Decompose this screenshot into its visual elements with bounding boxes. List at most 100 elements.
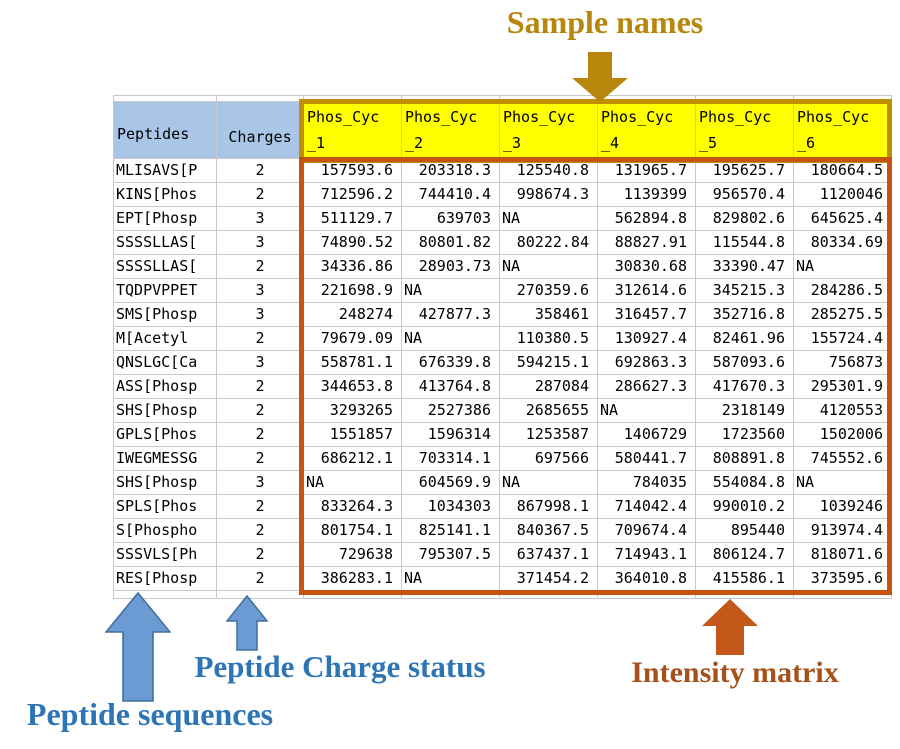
intensity-cell[interactable]: 1406729 <box>598 423 696 447</box>
intensity-cell[interactable]: 125540.8 <box>500 159 598 183</box>
intensity-cell[interactable]: 604569.9 <box>402 471 500 495</box>
intensity-cell[interactable]: 745552.6 <box>794 447 892 471</box>
intensity-cell[interactable]: 867998.1 <box>500 495 598 519</box>
intensity-cell[interactable]: 2685655 <box>500 399 598 423</box>
intensity-cell[interactable]: 371454.2 <box>500 567 598 591</box>
peptide-cell[interactable]: KINS[Phos <box>114 183 217 207</box>
intensity-cell[interactable]: 808891.8 <box>696 447 794 471</box>
charge-cell[interactable]: 3 <box>217 207 304 231</box>
peptide-cell[interactable]: QNSLGC[Ca <box>114 351 217 375</box>
charge-cell[interactable]: 2 <box>217 423 304 447</box>
sample-column-header[interactable]: Phos_Cyc _5 <box>696 102 794 159</box>
intensity-cell[interactable]: 427877.3 <box>402 303 500 327</box>
intensity-cell[interactable]: 180664.5 <box>794 159 892 183</box>
intensity-cell[interactable]: 676339.8 <box>402 351 500 375</box>
intensity-cell[interactable]: 913974.4 <box>794 519 892 543</box>
intensity-cell[interactable]: 744410.4 <box>402 183 500 207</box>
intensity-cell[interactable]: 417670.3 <box>696 375 794 399</box>
charge-cell[interactable]: 2 <box>217 375 304 399</box>
intensity-cell[interactable]: 1034303 <box>402 495 500 519</box>
intensity-cell[interactable]: 801754.1 <box>304 519 402 543</box>
peptides-column-header[interactable]: Peptides <box>114 102 217 159</box>
peptide-cell[interactable]: SSSSLLAS[ <box>114 231 217 255</box>
intensity-cell[interactable]: 729638 <box>304 543 402 567</box>
intensity-cell[interactable]: 1039246 <box>794 495 892 519</box>
charge-cell[interactable]: 2 <box>217 255 304 279</box>
peptide-cell[interactable]: M[Acetyl <box>114 327 217 351</box>
intensity-cell[interactable]: 364010.8 <box>598 567 696 591</box>
intensity-cell[interactable]: 4120553 <box>794 399 892 423</box>
intensity-cell[interactable]: 697566 <box>500 447 598 471</box>
intensity-cell[interactable]: 825141.1 <box>402 519 500 543</box>
intensity-cell[interactable]: 818071.6 <box>794 543 892 567</box>
intensity-cell[interactable]: NA <box>304 471 402 495</box>
intensity-cell[interactable]: NA <box>794 471 892 495</box>
intensity-cell[interactable]: 28903.73 <box>402 255 500 279</box>
sample-column-header[interactable]: Phos_Cyc _6 <box>794 102 892 159</box>
intensity-cell[interactable]: 990010.2 <box>696 495 794 519</box>
intensity-cell[interactable]: 110380.5 <box>500 327 598 351</box>
intensity-cell[interactable]: 784035 <box>598 471 696 495</box>
intensity-cell[interactable]: 345215.3 <box>696 279 794 303</box>
partial-row-cell[interactable] <box>114 96 217 102</box>
charge-cell[interactable]: 2 <box>217 543 304 567</box>
intensity-cell[interactable]: 587093.6 <box>696 351 794 375</box>
intensity-cell[interactable]: 1723560 <box>696 423 794 447</box>
sample-column-header[interactable]: Phos_Cyc _4 <box>598 102 696 159</box>
intensity-cell[interactable]: 703314.1 <box>402 447 500 471</box>
intensity-cell[interactable]: NA <box>500 255 598 279</box>
peptide-cell[interactable]: SMS[Phosp <box>114 303 217 327</box>
intensity-cell[interactable]: 352716.8 <box>696 303 794 327</box>
intensity-cell[interactable]: 840367.5 <box>500 519 598 543</box>
intensity-cell[interactable]: 80801.82 <box>402 231 500 255</box>
charges-column-header[interactable]: Charges <box>217 102 304 159</box>
intensity-cell[interactable]: 998674.3 <box>500 183 598 207</box>
intensity-cell[interactable]: 2527386 <box>402 399 500 423</box>
charge-cell[interactable]: 2 <box>217 519 304 543</box>
intensity-cell[interactable]: 33390.47 <box>696 255 794 279</box>
intensity-cell[interactable]: 284286.5 <box>794 279 892 303</box>
intensity-cell[interactable]: NA <box>598 399 696 423</box>
intensity-cell[interactable]: NA <box>500 471 598 495</box>
intensity-cell[interactable]: 312614.6 <box>598 279 696 303</box>
sample-column-header[interactable]: Phos_Cyc _2 <box>402 102 500 159</box>
peptide-cell[interactable]: TQDPVPPET <box>114 279 217 303</box>
intensity-cell[interactable]: 88827.91 <box>598 231 696 255</box>
peptide-cell[interactable]: SSSSLLAS[ <box>114 255 217 279</box>
partial-row-cell[interactable] <box>696 591 794 599</box>
partial-row-cell[interactable] <box>217 591 304 599</box>
peptide-cell[interactable]: SSSVLS[Ph <box>114 543 217 567</box>
peptide-cell[interactable]: ASS[Phosp <box>114 375 217 399</box>
partial-row-cell[interactable] <box>794 591 892 599</box>
peptide-cell[interactable]: SHS[Phosp <box>114 399 217 423</box>
intensity-cell[interactable]: 806124.7 <box>696 543 794 567</box>
partial-row-cell[interactable] <box>598 591 696 599</box>
intensity-cell[interactable]: 30830.68 <box>598 255 696 279</box>
intensity-cell[interactable]: NA <box>794 255 892 279</box>
peptide-cell[interactable]: S[Phospho <box>114 519 217 543</box>
intensity-cell[interactable]: 415586.1 <box>696 567 794 591</box>
intensity-cell[interactable]: 833264.3 <box>304 495 402 519</box>
intensity-cell[interactable]: 1139399 <box>598 183 696 207</box>
partial-row-cell[interactable] <box>304 591 402 599</box>
intensity-cell[interactable]: 637437.1 <box>500 543 598 567</box>
intensity-cell[interactable]: NA <box>402 567 500 591</box>
charge-cell[interactable]: 3 <box>217 231 304 255</box>
intensity-cell[interactable]: 558781.1 <box>304 351 402 375</box>
peptide-cell[interactable]: SPLS[Phos <box>114 495 217 519</box>
intensity-cell[interactable]: 1120046 <box>794 183 892 207</box>
intensity-cell[interactable]: 554084.8 <box>696 471 794 495</box>
intensity-cell[interactable]: 1253587 <box>500 423 598 447</box>
intensity-cell[interactable]: 287084 <box>500 375 598 399</box>
partial-row-cell[interactable] <box>500 591 598 599</box>
intensity-cell[interactable]: 2318149 <box>696 399 794 423</box>
intensity-cell[interactable]: 34336.86 <box>304 255 402 279</box>
charge-cell[interactable]: 2 <box>217 447 304 471</box>
intensity-cell[interactable]: 1596314 <box>402 423 500 447</box>
intensity-cell[interactable]: 511129.7 <box>304 207 402 231</box>
intensity-cell[interactable]: 157593.6 <box>304 159 402 183</box>
charge-cell[interactable]: 2 <box>217 495 304 519</box>
intensity-cell[interactable]: 203318.3 <box>402 159 500 183</box>
intensity-cell[interactable]: 221698.9 <box>304 279 402 303</box>
intensity-cell[interactable]: 130927.4 <box>598 327 696 351</box>
